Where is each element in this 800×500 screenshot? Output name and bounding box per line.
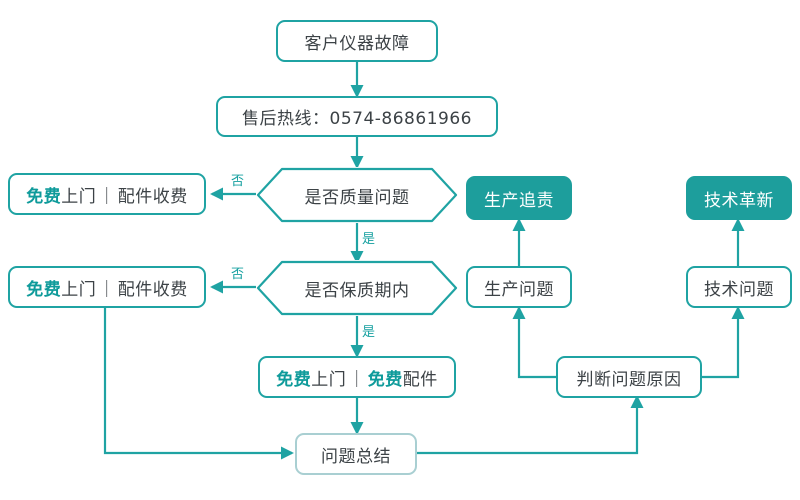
edge-diagnose-to-tech-issue: [702, 306, 745, 379]
node-label: 是否质量问题: [304, 187, 410, 208]
node-free-visit-paid-parts-1[interactable]: 免费上门｜配件收费: [8, 173, 206, 215]
edge-label-warranty-yes: 是: [362, 325, 376, 340]
node-label: 售后热线：0574-86861966: [242, 109, 472, 129]
node-technical-innovation[interactable]: 技术革新: [686, 176, 792, 220]
edge-label-warranty-no: 否: [231, 267, 245, 282]
node-production-accountability[interactable]: 生产追责: [466, 176, 572, 220]
node-label-mid-2: 配件: [402, 369, 438, 390]
node-diagnose-cause[interactable]: 判断问题原因: [556, 356, 702, 398]
node-label: 生产问题: [484, 279, 554, 300]
edge-label-quality-no: 否: [231, 174, 245, 189]
node-label-tail: 配件收费: [117, 279, 188, 300]
node-label-free: 免费: [26, 279, 62, 300]
node-label-rest: 上门: [61, 186, 97, 207]
edge-label-quality-yes: 是: [362, 232, 376, 247]
edge-paid2-to-summary: [103, 307, 294, 460]
hexagon-shape: [256, 167, 458, 223]
node-label: 技术革新: [704, 190, 774, 211]
node-label-rest: 上门: [61, 279, 97, 300]
node-label-free-1: 免费: [276, 369, 312, 390]
node-label: 是否保质期内: [304, 280, 410, 301]
node-is-quality-issue[interactable]: 是否质量问题: [256, 167, 458, 223]
node-label-separator: ｜: [98, 186, 116, 207]
node-label-free-2: 免费: [367, 369, 403, 390]
node-label: 技术问题: [704, 279, 774, 300]
node-label: 判断问题原因: [576, 369, 682, 390]
edge-diagnose-to-prod-issue: [512, 306, 556, 379]
node-label: 客户仪器故障: [304, 33, 410, 54]
node-free-visit-free-parts[interactable]: 免费上门｜免费配件: [258, 356, 456, 398]
node-technical-problem[interactable]: 技术问题: [686, 266, 792, 308]
node-label-separator: ｜: [348, 369, 366, 390]
node-is-in-warranty[interactable]: 是否保质期内: [256, 260, 458, 316]
hexagon-shape: [256, 260, 458, 316]
node-production-problem[interactable]: 生产问题: [466, 266, 572, 308]
node-label-tail: 配件收费: [117, 186, 188, 207]
node-label: 问题总结: [321, 446, 391, 467]
node-label-separator: ｜: [98, 279, 116, 300]
node-problem-summary[interactable]: 问题总结: [295, 433, 417, 475]
node-label-free: 免费: [26, 186, 62, 207]
edge-summary-to-diagnose: [415, 395, 644, 455]
node-after-sales-hotline[interactable]: 售后热线：0574-86861966: [216, 96, 498, 137]
node-label: 生产追责: [484, 190, 554, 211]
node-label-mid-1: 上门: [311, 369, 347, 390]
node-customer-fault[interactable]: 客户仪器故障: [276, 20, 438, 62]
node-free-visit-paid-parts-2[interactable]: 免费上门｜配件收费: [8, 266, 206, 308]
